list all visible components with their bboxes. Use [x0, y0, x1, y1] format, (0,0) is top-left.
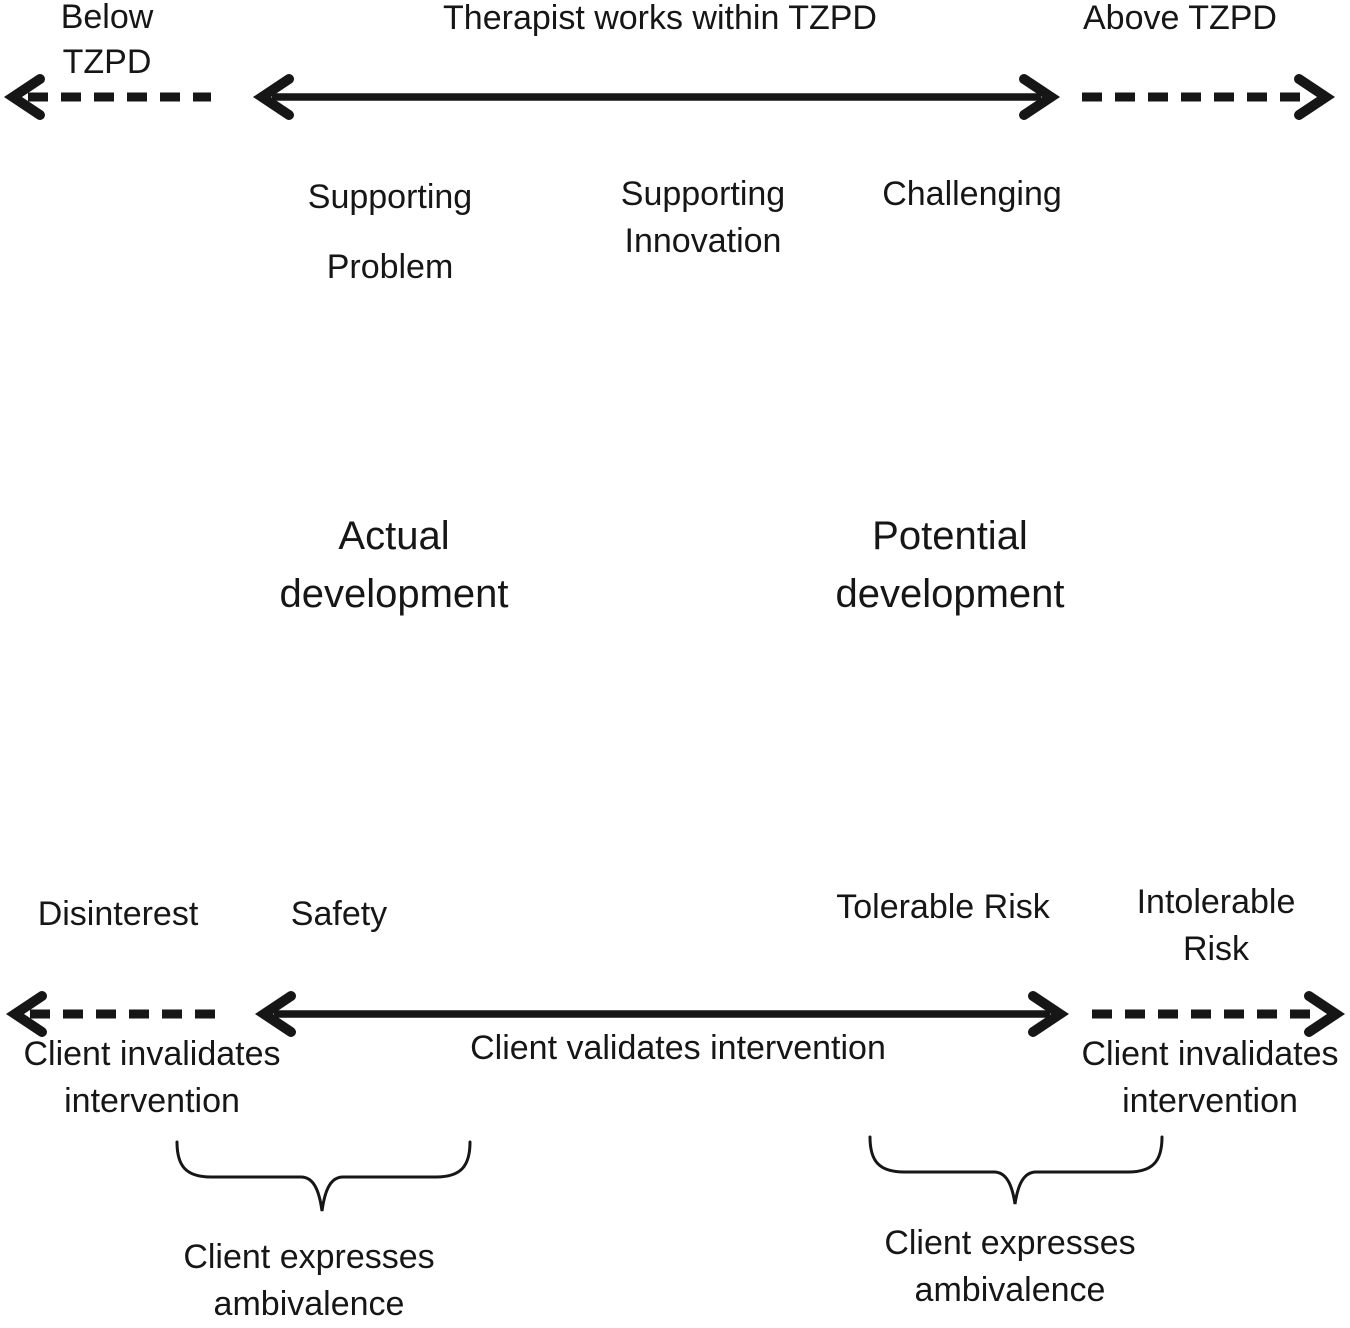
potential-development-label: Potential development	[835, 514, 1065, 616]
left-ambivalence-brace	[175, 1140, 472, 1212]
top-within-tzpd-solid-arrow	[252, 74, 1061, 120]
supporting-innovation-label: Supporting Innovation	[620, 175, 786, 260]
supporting-problem-label: Supporting Problem	[307, 178, 473, 286]
client-expresses-ambivalence-left-label: Client expresses ambivalence	[183, 1238, 435, 1323]
bottom-intolerable-dashed-arrow	[1092, 991, 1346, 1037]
intolerable-risk-label: Intolerable Risk	[1136, 883, 1296, 968]
client-invalidates-right-label: Client invalidates intervention	[1081, 1035, 1339, 1120]
above-tzpd-label: Above TZPD	[1082, 0, 1277, 37]
client-validates-label: Client validates intervention	[470, 1029, 886, 1067]
top-above-tzpd-dashed-arrow	[1082, 74, 1336, 120]
top-below-tzpd-dashed-arrow	[3, 74, 211, 120]
safety-label: Safety	[290, 895, 388, 933]
right-ambivalence-brace	[868, 1135, 1164, 1205]
bottom-disinterest-dashed-arrow	[5, 991, 215, 1037]
tolerable-risk-label: Tolerable Risk	[836, 888, 1050, 926]
challenging-label: Challenging	[882, 175, 1062, 213]
below-tzpd-label: Below TZPD	[60, 0, 154, 81]
disinterest-label: Disinterest	[37, 895, 199, 933]
client-expresses-ambivalence-right-label: Client expresses ambivalence	[884, 1224, 1136, 1309]
actual-development-label: Actual development	[279, 514, 509, 616]
therapist-works-within-tzpd-label: Therapist works within TZPD	[443, 0, 877, 37]
client-invalidates-left-label: Client invalidates intervention	[23, 1035, 281, 1120]
bottom-validates-solid-arrow	[254, 991, 1070, 1037]
